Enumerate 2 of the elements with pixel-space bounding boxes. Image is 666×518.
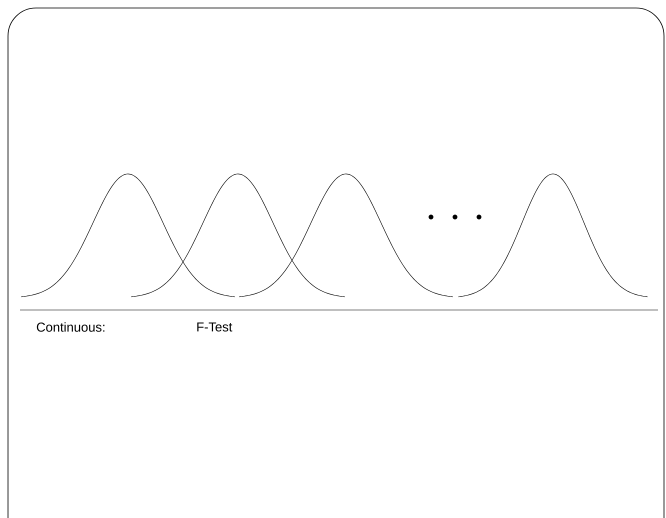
label: Continuous: xyxy=(36,322,104,332)
label: F-Test xyxy=(197,322,232,332)
